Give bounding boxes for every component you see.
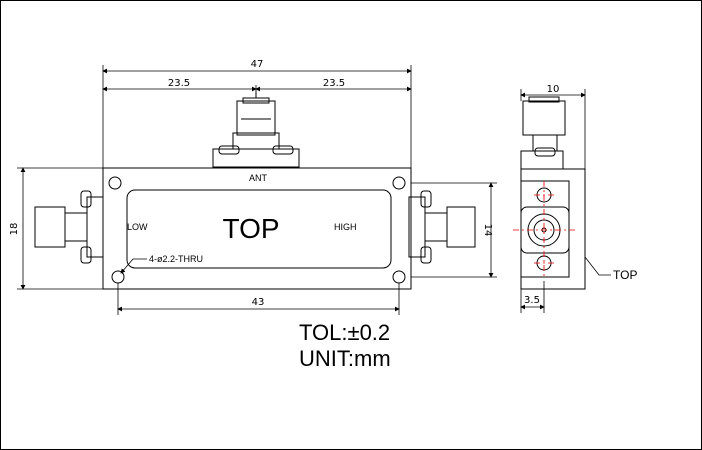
dim-side-width: 10	[547, 84, 560, 95]
dim-half-left: 23.5	[168, 78, 190, 89]
label-hole-spec: 4-ø2.2-THRU	[149, 254, 203, 264]
mount-hole-br	[392, 270, 406, 284]
high-connector	[408, 190, 476, 264]
label-top-main: TOP	[222, 213, 279, 244]
front-dimensions	[17, 65, 497, 315]
side-view	[520, 96, 586, 290]
label-ant: ANT	[249, 173, 268, 183]
mount-hole-tl	[108, 176, 122, 190]
mount-hole-tr	[392, 176, 406, 190]
main-body	[102, 167, 412, 290]
label-high: HIGH	[334, 222, 357, 232]
dim-half-right: 23.5	[323, 78, 345, 89]
inner-panel	[126, 189, 392, 269]
label-low: LOW	[127, 222, 148, 232]
label-side-top: TOP	[613, 268, 637, 282]
dim-hole-spacing: 43	[252, 297, 265, 308]
dim-side-offset: 3.5	[524, 295, 540, 306]
dim-height: 18	[9, 223, 20, 236]
low-connector	[34, 190, 104, 264]
side-body	[520, 168, 586, 290]
dim-total-length: 47	[251, 59, 264, 70]
dim-inner-height: 14	[482, 224, 493, 237]
side-dimensions	[520, 89, 611, 313]
ant-connector	[212, 91, 300, 168]
side-centerlines	[513, 181, 577, 279]
front-view	[34, 91, 476, 290]
note-unit: UNIT:mm	[299, 346, 391, 371]
note-tolerance: TOL:±0.2	[299, 320, 390, 345]
mount-hole-bl	[111, 270, 125, 284]
